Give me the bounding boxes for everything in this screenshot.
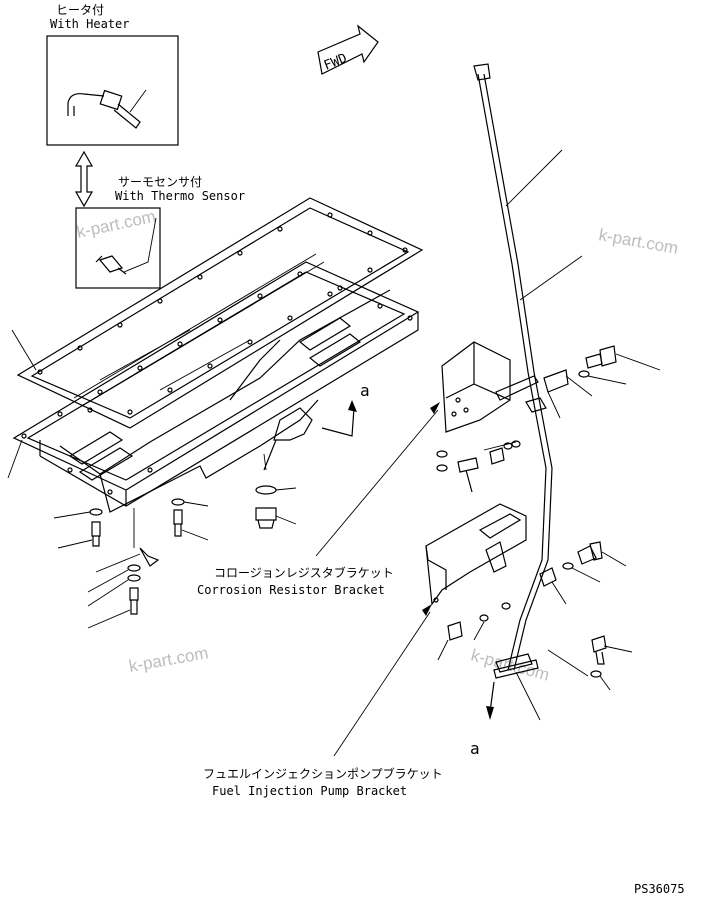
thermo-label-en: With Thermo Sensor — [115, 189, 245, 203]
tube-flange: a — [470, 653, 541, 758]
thermo-sensor-part — [95, 217, 157, 275]
watermark: k-part.com — [597, 225, 679, 258]
tube-clamp-upper — [495, 369, 593, 419]
heater-inset-box — [46, 35, 179, 146]
bracket-bolts-upper — [436, 345, 661, 493]
fwd-label: FWD — [322, 51, 350, 74]
fuel-injection-pump-bracket — [333, 503, 527, 757]
corrosion-bracket-label-jp: コロージョンレジスタブラケット — [214, 565, 394, 580]
heater-part — [67, 89, 147, 129]
heater-label-en: With Heater — [50, 17, 129, 31]
heater-label-jp: ヒータ付 — [56, 3, 104, 17]
oil-pan — [7, 261, 420, 513]
drain-plug — [255, 485, 297, 529]
dipstick-tube — [473, 63, 583, 671]
thermo-inset-box — [75, 207, 161, 289]
fuel-bracket-label-en: Fuel Injection Pump Bracket — [212, 784, 407, 798]
drawing-number: PS36075 — [634, 882, 685, 896]
thermo-label-jp: サーモセンサ付 — [118, 175, 202, 189]
watermark: k-part.com — [127, 643, 209, 676]
watermark: k-part.com — [469, 646, 551, 685]
watermark: k-part.com — [75, 207, 157, 242]
double-arrow — [74, 150, 94, 208]
fuel-bracket-label-jp: フュエルインジェクションポンプブラケット — [203, 766, 443, 781]
fwd-arrow: FWD — [317, 24, 379, 75]
view-a-indicator-top: a — [321, 381, 370, 437]
view-a-label-bottom: a — [470, 739, 480, 758]
bracket-bolts-lower — [437, 541, 633, 691]
pan-bolts — [53, 498, 209, 629]
corrosion-bracket-label-en: Corrosion Resistor Bracket — [197, 583, 385, 597]
view-a-label-top: a — [360, 381, 370, 400]
